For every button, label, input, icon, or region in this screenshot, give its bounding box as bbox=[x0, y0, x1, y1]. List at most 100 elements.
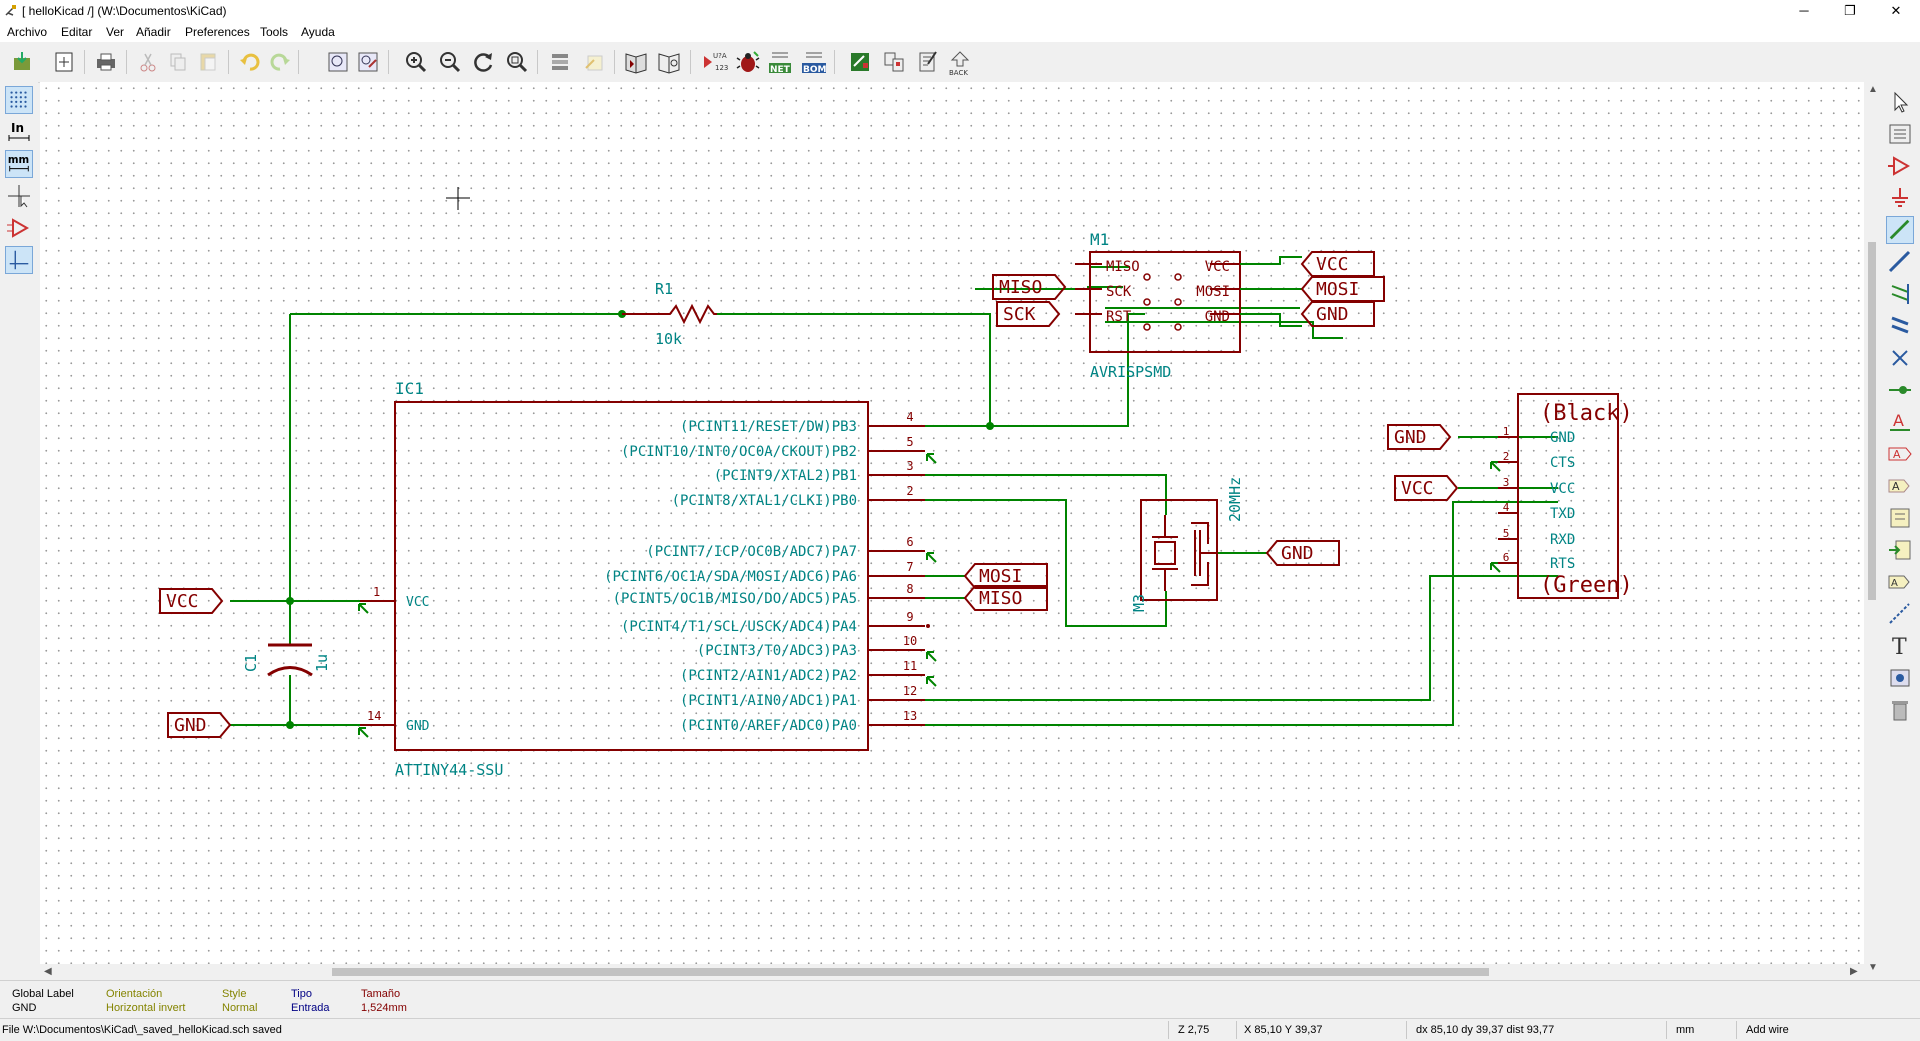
delete-icon[interactable] bbox=[1886, 696, 1914, 724]
scroll-left-icon[interactable]: ◀ bbox=[44, 966, 52, 977]
close-button[interactable]: ✕ bbox=[1890, 3, 1902, 18]
resonator-m3[interactable]: M3 20MHz bbox=[1130, 477, 1244, 612]
ic1-attiny44[interactable]: IC1 ATTINY44-SSU 1 14 VCC GND 4(PCINT11/… bbox=[360, 379, 925, 779]
scroll-down-icon[interactable]: ▼ bbox=[1868, 962, 1878, 973]
bus-to-bus-entry-icon[interactable] bbox=[1886, 312, 1914, 340]
wire-to-bus-entry-icon[interactable] bbox=[1886, 280, 1914, 308]
wire[interactable] bbox=[925, 313, 1145, 427]
wire[interactable] bbox=[925, 499, 1167, 627]
ic1-pin-name: (PCINT0/AREF/ADC0)PA0 bbox=[680, 718, 857, 734]
hidden-pins-icon[interactable] bbox=[5, 214, 33, 242]
vertical-scrollbar[interactable]: ▲ ▼ bbox=[1864, 82, 1880, 978]
grid-toggle-icon[interactable] bbox=[5, 86, 33, 114]
pcbnew-icon[interactable] bbox=[846, 48, 874, 76]
wire[interactable] bbox=[925, 575, 1558, 701]
menu-ver[interactable]: Ver bbox=[106, 25, 125, 39]
global-label-miso-ic[interactable]: MISO bbox=[963, 585, 1048, 611]
cursor-shape-icon[interactable] bbox=[5, 182, 33, 210]
global-label-icon[interactable]: A bbox=[1886, 440, 1914, 468]
global-label-vcc-left[interactable]: VCC bbox=[159, 588, 224, 614]
restore-button[interactable]: ❐ bbox=[1844, 3, 1856, 18]
no-connect-icon[interactable] bbox=[1886, 344, 1914, 372]
find-replace-icon[interactable] bbox=[354, 48, 382, 76]
global-label-gnd-ftdi[interactable]: GND bbox=[1387, 424, 1452, 450]
menu-editar[interactable]: Editar bbox=[61, 25, 93, 39]
zoom-out-icon[interactable] bbox=[436, 48, 464, 76]
units-mm-icon[interactable]: mm bbox=[5, 150, 33, 178]
scroll-up-icon[interactable]: ▲ bbox=[1868, 84, 1878, 95]
find-icon[interactable] bbox=[324, 48, 352, 76]
add-line-icon[interactable] bbox=[1886, 600, 1914, 628]
global-label-vcc-isp[interactable]: VCC bbox=[1300, 251, 1375, 277]
add-component-icon[interactable] bbox=[1886, 152, 1914, 180]
erc-icon[interactable] bbox=[734, 48, 762, 76]
units-inch-icon[interactable]: In bbox=[5, 118, 33, 146]
capacitor-c1[interactable]: C1 1u bbox=[242, 643, 331, 677]
save-icon[interactable] bbox=[8, 48, 36, 76]
wire[interactable] bbox=[925, 474, 1167, 515]
menu-archivo[interactable]: Archivo bbox=[7, 25, 48, 39]
horizontal-scroll-thumb[interactable] bbox=[332, 968, 1489, 976]
menu-anadir[interactable]: Añadir bbox=[136, 25, 171, 39]
global-label-sck-isp[interactable]: SCK bbox=[996, 301, 1061, 327]
netlist-icon[interactable]: NET bbox=[766, 48, 794, 76]
global-label-gnd-left[interactable]: GND bbox=[167, 712, 232, 738]
hierarchical-label-icon[interactable]: A bbox=[1886, 472, 1914, 500]
vertical-scroll-thumb[interactable] bbox=[1868, 242, 1876, 600]
global-label-mosi-ic[interactable]: MOSI bbox=[963, 563, 1048, 589]
isp-header-m1[interactable]: M1 AVRISPSMD MISO SCK RST VCC MOSI GND bbox=[1075, 230, 1241, 381]
junction[interactable] bbox=[286, 721, 294, 729]
global-label-miso-isp[interactable]: MISO bbox=[992, 274, 1067, 300]
add-text-icon[interactable]: T bbox=[1886, 632, 1914, 660]
select-arrow-icon[interactable] bbox=[1886, 88, 1914, 116]
bom-icon[interactable]: BOM bbox=[800, 48, 828, 76]
hierarchical-sheet-icon[interactable] bbox=[1886, 504, 1914, 532]
back-annotate-icon[interactable]: BACK bbox=[946, 48, 974, 77]
wire[interactable] bbox=[925, 501, 1558, 726]
junction[interactable] bbox=[286, 597, 294, 605]
resistor-r1[interactable]: R1 10k bbox=[622, 280, 717, 348]
menu-tools[interactable]: Tools bbox=[260, 25, 289, 39]
import-sheet-pin-icon[interactable] bbox=[1886, 536, 1914, 564]
cvpcb-icon[interactable] bbox=[880, 48, 908, 76]
import-footprint-names-icon[interactable] bbox=[914, 48, 942, 76]
menu-ayuda[interactable]: Ayuda bbox=[301, 25, 335, 39]
paste-icon[interactable] bbox=[194, 48, 222, 76]
global-label-vcc-ftdi[interactable]: VCC bbox=[1394, 475, 1459, 501]
zoom-redraw-icon[interactable] bbox=[470, 48, 498, 76]
menu-preferences[interactable]: Preferences bbox=[185, 25, 250, 39]
wire-angle-icon[interactable] bbox=[5, 246, 33, 274]
add-power-icon[interactable] bbox=[1886, 184, 1914, 212]
zoom-fit-icon[interactable] bbox=[503, 48, 531, 76]
horizontal-scrollbar[interactable]: ◀ ▶ bbox=[40, 964, 1864, 980]
net-label-icon[interactable]: A bbox=[1886, 408, 1914, 436]
junction[interactable] bbox=[986, 422, 994, 430]
undo-icon[interactable] bbox=[236, 48, 264, 76]
add-wire-icon[interactable] bbox=[1886, 216, 1914, 244]
add-junction-icon[interactable] bbox=[1886, 376, 1914, 404]
hierarchy-navigator-icon[interactable] bbox=[546, 48, 574, 76]
global-label-gnd-xtal[interactable]: GND bbox=[1265, 540, 1340, 566]
print-icon[interactable] bbox=[92, 48, 120, 76]
hier-pin-icon[interactable]: A bbox=[1886, 568, 1914, 596]
wire[interactable] bbox=[1105, 321, 1343, 339]
page-settings-icon[interactable] bbox=[50, 48, 78, 76]
redo-icon[interactable] bbox=[266, 48, 294, 76]
library-editor-icon[interactable] bbox=[622, 48, 650, 76]
scroll-right-icon[interactable]: ▶ bbox=[1850, 966, 1858, 977]
cut-icon[interactable] bbox=[134, 48, 162, 76]
schematic-canvas[interactable]: R1 10k C1 1u IC1 ATTINY44-SSU 1 14 VCC G… bbox=[40, 82, 1864, 978]
hierarchy-icon[interactable] bbox=[1886, 120, 1914, 148]
minimize-button[interactable]: ─ bbox=[1799, 3, 1809, 18]
copy-icon[interactable] bbox=[164, 48, 192, 76]
zoom-in-icon[interactable] bbox=[402, 48, 430, 76]
global-label-gnd-isp[interactable]: GND bbox=[1300, 301, 1375, 327]
global-label-mosi-isp[interactable]: MOSI bbox=[1300, 276, 1385, 302]
wire[interactable] bbox=[717, 313, 991, 426]
add-image-icon[interactable] bbox=[1886, 664, 1914, 692]
add-bus-icon[interactable] bbox=[1886, 248, 1914, 276]
leave-sheet-icon[interactable] bbox=[580, 48, 608, 76]
library-browser-icon[interactable] bbox=[655, 48, 683, 76]
